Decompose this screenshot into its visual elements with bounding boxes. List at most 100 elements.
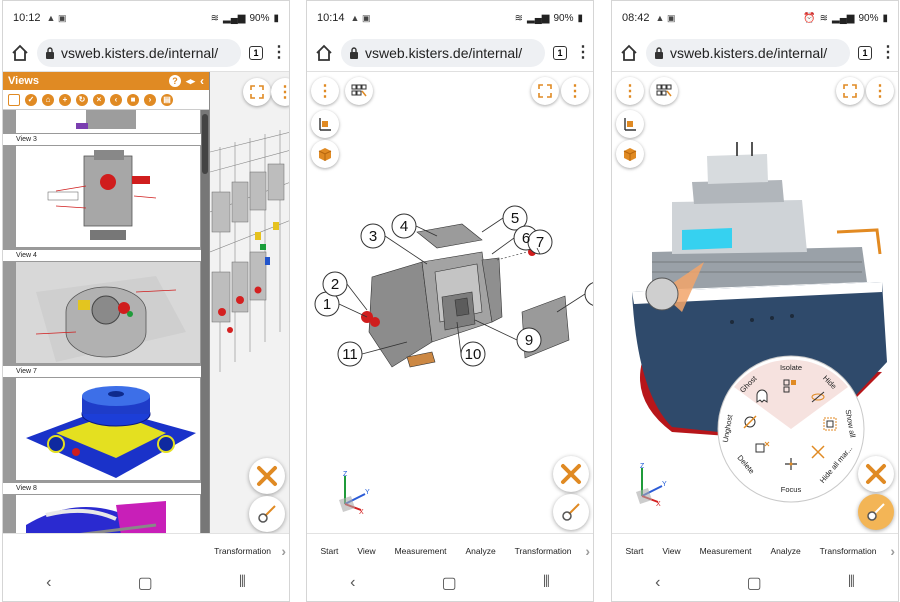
view-item[interactable]: View 3 [3,134,201,248]
close-button[interactable] [249,458,285,494]
delete-view-icon[interactable]: × [93,93,105,106]
pointer-tool-button[interactable] [553,494,589,530]
fullscreen-button[interactable] [531,77,559,105]
view-item[interactable]: View 4 [3,250,201,364]
tab-analyze[interactable]: Analyze [465,545,496,556]
resize-icon[interactable]: ◂▸ [185,75,195,86]
tab-transformation[interactable]: Transformation [214,545,271,556]
document-icon[interactable]: ▤ [161,93,173,106]
tab-analyze[interactable]: Analyze [770,545,801,556]
url-field[interactable]: vsweb.kisters.de/internal/ [341,39,545,67]
cube-view-button[interactable] [616,140,644,168]
home-icon[interactable] [620,44,638,62]
url-field[interactable]: vsweb.kisters.de/internal/ [37,39,241,67]
recents-icon[interactable]: ⦀ [542,574,550,591]
browser-menu-icon[interactable]: ⋮ [880,44,896,61]
help-icon[interactable]: ? [168,75,181,87]
tab-transformation[interactable]: Transformation [514,545,572,556]
tab-switcher-button[interactable]: 1 [553,46,567,60]
check-icon[interactable]: ✓ [25,93,37,106]
refresh-icon[interactable]: ↻ [76,93,88,106]
url-text: vsweb.kisters.de/internal/ [365,45,523,61]
home-view-icon[interactable]: ⌂ [42,93,54,106]
pointer-tool-button[interactable] [249,496,285,532]
more-options-left-button[interactable]: ⋮ [311,77,339,105]
chevron-right-icon[interactable]: › [890,543,895,559]
home-icon[interactable] [315,44,333,62]
signal-icon: ▂▄▆ [527,12,550,24]
back-icon[interactable]: ‹ [350,574,356,591]
wifi-icon: ≋ [210,12,219,24]
browser-menu-icon[interactable]: ⋮ [271,44,287,61]
pointer-tool-button[interactable] [858,494,894,530]
callout-label: 11 [342,346,358,363]
home-icon[interactable] [11,44,29,62]
viewer-canvas[interactable]: ⋮ ⋮ [307,71,593,533]
chevron-right-icon[interactable]: › [281,543,286,559]
tab-start[interactable]: Start [320,545,339,556]
tab-switcher-button[interactable]: 1 [249,46,263,60]
pointer-icon [258,505,276,523]
select-checkbox-icon[interactable] [8,93,20,106]
view-item[interactable]: View 7 [3,366,201,481]
add-view-icon[interactable]: + [59,93,71,106]
chevron-right-icon[interactable]: › [585,543,590,559]
previous-icon[interactable]: ‹ [110,93,122,106]
url-field[interactable]: vsweb.kisters.de/internal/ [646,39,850,67]
close-icon [257,466,277,486]
recents-icon[interactable]: ⦀ [238,574,246,591]
fullscreen-button[interactable] [243,78,271,106]
recents-icon[interactable]: ⦀ [847,574,855,591]
next-icon[interactable]: › [144,93,156,106]
selection-mode-button[interactable] [650,77,678,105]
more-options-button[interactable]: ⋮ [866,77,894,105]
more-options-left-button[interactable]: ⋮ [616,77,644,105]
view-item[interactable] [3,110,201,134]
wifi-icon: ≋ [819,12,828,24]
more-options-button[interactable]: ⋮ [561,77,589,105]
axis-tool-button[interactable] [616,110,644,138]
tab-start[interactable]: Start [625,545,644,556]
alarm-icon: ⏰ [803,12,816,24]
axis-tool-button[interactable] [311,110,339,138]
home-nav-icon[interactable]: ▢ [441,575,457,592]
browser-url-bar: vsweb.kisters.de/internal/ 1 ⋮ [612,35,898,71]
views-scrollbar[interactable] [201,110,209,533]
cube-view-button[interactable] [311,140,339,168]
viewer-canvas[interactable]: Views ? ◂▸ ‹ ✓ ⌂ + ↻ × ‹ ■ › [3,71,289,533]
back-icon[interactable]: ‹ [655,574,661,591]
view-item[interactable]: View 8 [3,483,201,533]
browser-menu-icon[interactable]: ⋮ [575,44,591,61]
focus-icon [785,458,797,470]
view-thumbnail [15,494,201,533]
menu-item-focus[interactable]: Focus [781,485,802,494]
menu-item-isolate[interactable]: Isolate [780,363,802,372]
phone-screen-exploded: 10:14 ▲ ▣ ≋ ▂▄▆ 90% ▮ vsweb.kisters.de/i… [306,0,594,602]
battery-level: 90% [553,12,574,24]
home-nav-icon[interactable]: ▢ [137,575,153,592]
status-time: 10:14 [317,12,345,24]
fullscreen-button[interactable] [836,77,864,105]
close-button[interactable] [858,456,894,492]
phone-screen-ship: 08:42 ▲ ▣ ⏰ ≋ ▂▄▆ 90% ▮ vsweb.kisters.de… [611,0,899,602]
tab-view[interactable]: View [357,545,376,556]
viewer-canvas[interactable]: ⋮ ⋮ [612,71,898,533]
tab-switcher-button[interactable]: 1 [858,46,872,60]
grid-select-icon [656,84,672,97]
back-icon[interactable]: ‹ [46,574,52,591]
home-nav-icon[interactable]: ▢ [746,575,762,592]
exploded-assembly-model[interactable]: 1 2 3 4 5 6 7 9 10 11 [307,192,593,512]
pointer-icon [867,503,885,521]
stop-icon[interactable]: ■ [127,93,139,106]
more-options-button[interactable]: ⋮ [271,78,289,106]
selection-mode-button[interactable] [345,77,373,105]
tab-measurement[interactable]: Measurement [394,545,447,556]
close-button[interactable] [553,456,589,492]
tab-view[interactable]: View [662,545,681,556]
collapse-panel-icon[interactable]: ‹ [200,74,204,88]
tab-measurement[interactable]: Measurement [699,545,752,556]
ribbon-tab-bar: Transformation › [3,533,289,567]
view-label: View 8 [3,483,201,494]
tab-transformation[interactable]: Transformation [819,545,877,556]
